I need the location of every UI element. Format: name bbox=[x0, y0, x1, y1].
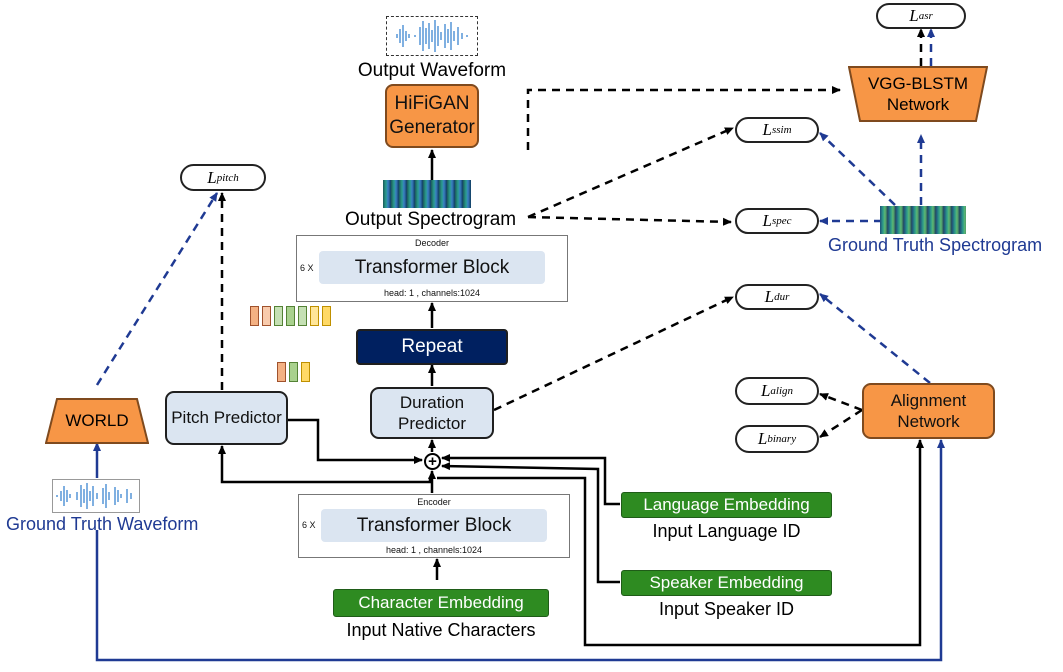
feature-bar bbox=[310, 306, 319, 326]
feature-bar bbox=[286, 306, 295, 326]
alignment-network-label: Alignment Network bbox=[890, 390, 967, 431]
loss-spec-symbol: L bbox=[762, 211, 772, 230]
hifigan-generator-block: HiFiGAN Generator bbox=[385, 84, 479, 148]
short-feature-bars bbox=[277, 362, 317, 384]
duration-predictor-block: Duration Predictor bbox=[370, 387, 494, 439]
loss-spec-subscript: spec bbox=[771, 215, 792, 227]
pitch-predictor-label: Pitch Predictor bbox=[171, 408, 282, 428]
decoder-title: Decoder bbox=[414, 238, 450, 248]
loss-binary-symbol: L bbox=[757, 429, 768, 448]
repeat-block: Repeat bbox=[356, 329, 508, 365]
duration-predictor-label: Duration Predictor bbox=[397, 392, 467, 433]
encoder-config: head: 1 , channels:1024 bbox=[385, 545, 483, 555]
decoder-block: Decoder 6 X Transformer Block head: 1 , … bbox=[296, 235, 568, 302]
speaker-embedding-label: Speaker Embedding bbox=[649, 573, 804, 593]
waveform-icon bbox=[396, 20, 468, 52]
feature-bar bbox=[250, 306, 259, 326]
language-embedding-block: Language Embedding bbox=[621, 492, 832, 518]
feature-bar bbox=[298, 306, 307, 326]
sum-node: + bbox=[424, 453, 441, 470]
input-speaker-id-label: Input Speaker ID bbox=[658, 599, 795, 619]
sum-symbol: + bbox=[428, 453, 437, 470]
repeat-label: Repeat bbox=[401, 336, 463, 358]
loss-ssim-symbol: L bbox=[762, 120, 772, 139]
output-spectrogram-label: Output Spectrogram bbox=[345, 209, 517, 230]
decoder-transformer-block: Transformer Block bbox=[319, 251, 545, 284]
encoder-transformer-label: Transformer Block bbox=[356, 514, 512, 536]
input-language-id-label: Input Language ID bbox=[652, 521, 801, 541]
character-embedding-label: Character Embedding bbox=[358, 593, 524, 613]
feature-bar bbox=[289, 362, 298, 382]
loss-asr-subscript: asr bbox=[918, 10, 933, 22]
ground-truth-waveform-image bbox=[52, 479, 140, 513]
loss-ssim-subscript: ssim bbox=[771, 124, 792, 136]
feature-bar bbox=[274, 306, 283, 326]
loss-align-symbol: L bbox=[760, 381, 771, 400]
loss-dur-symbol: L bbox=[764, 287, 775, 306]
hifigan-generator-label: HiFiGAN Generator bbox=[389, 93, 475, 138]
feature-bar bbox=[277, 362, 286, 382]
vgg-blstm-shape bbox=[848, 66, 988, 122]
pitch-predictor-block: Pitch Predictor bbox=[165, 391, 288, 445]
input-native-characters-label: Input Native Characters bbox=[346, 620, 536, 640]
output-waveform-label: Output Waveform bbox=[357, 60, 507, 81]
world-shape bbox=[45, 398, 149, 444]
decoder-config: head: 1 , channels:1024 bbox=[383, 288, 481, 298]
feature-bar bbox=[301, 362, 310, 382]
encoder-repeat-count: 6 X bbox=[302, 520, 316, 530]
feature-bar bbox=[262, 306, 271, 326]
decoder-transformer-label: Transformer Block bbox=[354, 256, 510, 278]
alignment-network-block: Alignment Network bbox=[862, 383, 995, 439]
vgg-blstm-label: VGG-BLSTM Network bbox=[867, 73, 969, 114]
loss-pitch-subscript: pitch bbox=[216, 171, 239, 184]
output-spectrogram-image bbox=[383, 180, 471, 208]
loss-pitch-symbol: L bbox=[207, 167, 217, 187]
ground-truth-spectrogram-image bbox=[880, 206, 966, 234]
decoder-repeat-count: 6 X bbox=[300, 263, 314, 273]
loss-asr-symbol: L bbox=[909, 6, 919, 25]
character-embedding-block: Character Embedding bbox=[333, 589, 549, 617]
speaker-embedding-block: Speaker Embedding bbox=[621, 570, 832, 596]
encoder-title: Encoder bbox=[417, 497, 451, 507]
expanded-feature-bars bbox=[250, 306, 340, 328]
ground-truth-spectrogram-label: Ground Truth Spectrogram bbox=[828, 235, 1043, 255]
world-label: WORLD bbox=[65, 411, 129, 431]
ground-truth-waveform-label: Ground Truth Waveform bbox=[6, 514, 199, 534]
loss-binary-subscript: binary bbox=[767, 433, 797, 445]
waveform-icon bbox=[56, 483, 132, 509]
language-embedding-label: Language Embedding bbox=[643, 495, 810, 515]
output-waveform-image bbox=[386, 16, 478, 56]
encoder-transformer-block: Transformer Block bbox=[321, 509, 547, 542]
loss-dur-subscript: dur bbox=[774, 291, 790, 303]
encoder-block: Encoder 6 X Transformer Block head: 1 , … bbox=[298, 494, 570, 558]
feature-bar bbox=[322, 306, 331, 326]
loss-align-subscript: align bbox=[770, 385, 794, 397]
